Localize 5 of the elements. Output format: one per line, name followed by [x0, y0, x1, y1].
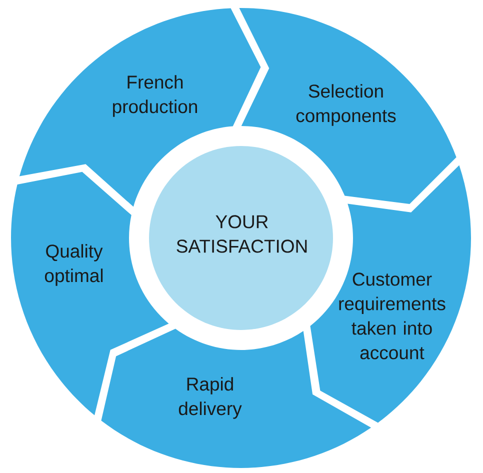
- node-label: Rapid delivery: [178, 377, 242, 419]
- ring-segment: Quality optimal: [11, 172, 169, 416]
- ring-segment: French production: [19, 8, 261, 207]
- ring-segment: Selection components: [239, 8, 456, 204]
- ring-segment: Customer requirements taken into account: [310, 165, 471, 423]
